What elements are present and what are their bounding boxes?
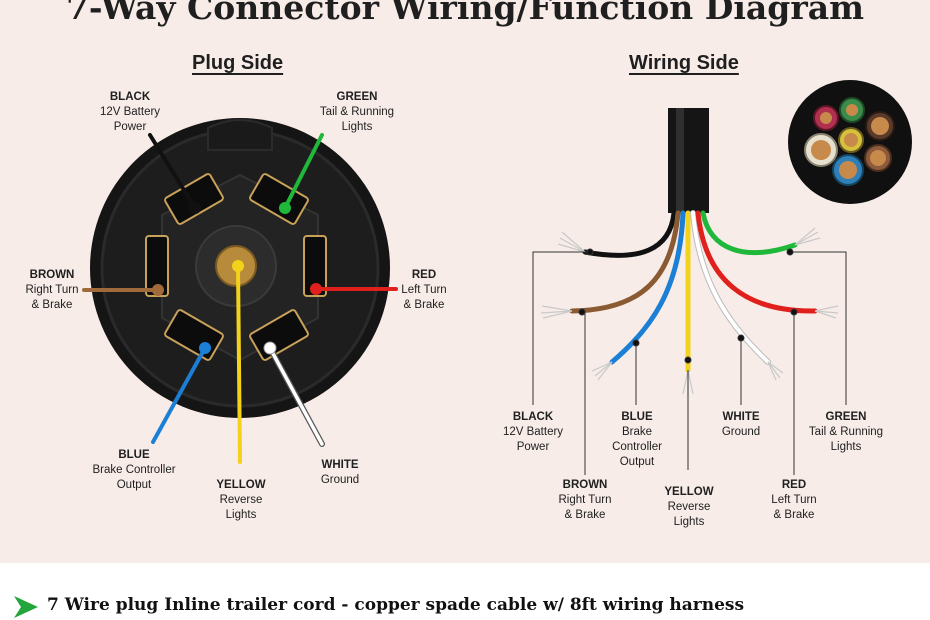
plug-dot-brown	[152, 284, 164, 296]
strands-green	[794, 227, 821, 246]
plug-wire-black	[148, 133, 197, 210]
page-title: 7-Way Connector Wiring/Function Diagram	[65, 0, 865, 27]
strands-brown	[540, 305, 573, 319]
plug-dot-blue	[199, 342, 211, 354]
harness-wire-black	[582, 210, 677, 258]
plug-leader-lines	[82, 133, 398, 464]
cable-jacket-highlight	[676, 108, 684, 213]
cable-jacket	[668, 108, 709, 213]
green-arrow-icon	[14, 596, 38, 618]
plug-dot-yellow	[232, 260, 244, 272]
plug-label-yellow: YELLOW Reverse Lights	[216, 479, 266, 521]
plug-dot-green	[279, 202, 291, 214]
pin-slot-black	[164, 173, 224, 225]
footer-text: 7 Wire plug Inline trailer cord - copper…	[47, 595, 745, 615]
harness-wire-brown	[569, 210, 681, 314]
plug-wire-yellow	[236, 264, 242, 464]
plug-wire-white	[268, 346, 324, 446]
wire-label-red: RED Left Turn & Brake	[771, 479, 817, 521]
plug-wire-green	[283, 133, 324, 210]
diagram-panel: 7-Way Connector Wiring/Function Diagram …	[0, 0, 930, 563]
plug-pin-slots	[145, 173, 327, 361]
wiring-callout-lines	[532, 248, 847, 475]
harness-wire-blue	[609, 210, 686, 365]
plug-side-heading: Plug Side	[192, 52, 284, 74]
plug-dot-black	[189, 202, 201, 214]
harness-cable	[668, 108, 709, 213]
wire-label-blue: BLUE Brake Controller Output	[612, 411, 662, 468]
harness-wire-white	[691, 211, 770, 364]
harness-wire-green	[700, 210, 798, 255]
plug-label-white: WHITE Ground	[320, 459, 360, 486]
cable-end-inset	[788, 80, 912, 204]
strands-red	[814, 305, 839, 319]
callout-black	[532, 251, 590, 405]
pin-slot-red	[303, 235, 327, 297]
plug-label-green: GREEN Tail & Running Lights	[319, 91, 395, 133]
pin-slot-green	[249, 173, 309, 225]
plug-label-red: RED Left Turn & Brake	[401, 269, 447, 311]
wire-label-brown: BROWN Right Turn & Brake	[558, 479, 612, 521]
wiring-side-heading: Wiring Side	[629, 52, 739, 74]
wire-label-black: BLACK 12V Battery Power	[502, 411, 564, 453]
cable-end-copper	[811, 104, 889, 179]
connector-diagram	[82, 80, 912, 475]
plug-label-black: BLACK 12V Battery Power	[99, 91, 161, 133]
footer-caption: 7 Wire plug Inline trailer cord - copper…	[0, 563, 930, 620]
wire-label-white: WHITE Ground	[721, 411, 761, 438]
wire-label-yellow: YELLOW Reverse Lights	[664, 486, 714, 528]
plug-wire-blue	[151, 346, 207, 444]
plug-dot-red	[310, 283, 322, 295]
plug-key-tab	[207, 119, 273, 151]
wire-label-green: GREEN Tail & Running Lights	[808, 411, 884, 453]
plug-label-brown: BROWN Right Turn & Brake	[25, 269, 79, 311]
callout-green	[790, 251, 847, 405]
plug-label-blue: BLUE Brake Controller Output	[92, 449, 176, 491]
strands-black	[557, 231, 586, 253]
strands-blue	[591, 361, 613, 381]
plug-dot-white	[263, 341, 277, 355]
pin-slot-brown	[145, 235, 169, 297]
callout-brown	[582, 311, 586, 475]
strands-white	[767, 361, 784, 381]
harness-wires	[569, 210, 818, 373]
